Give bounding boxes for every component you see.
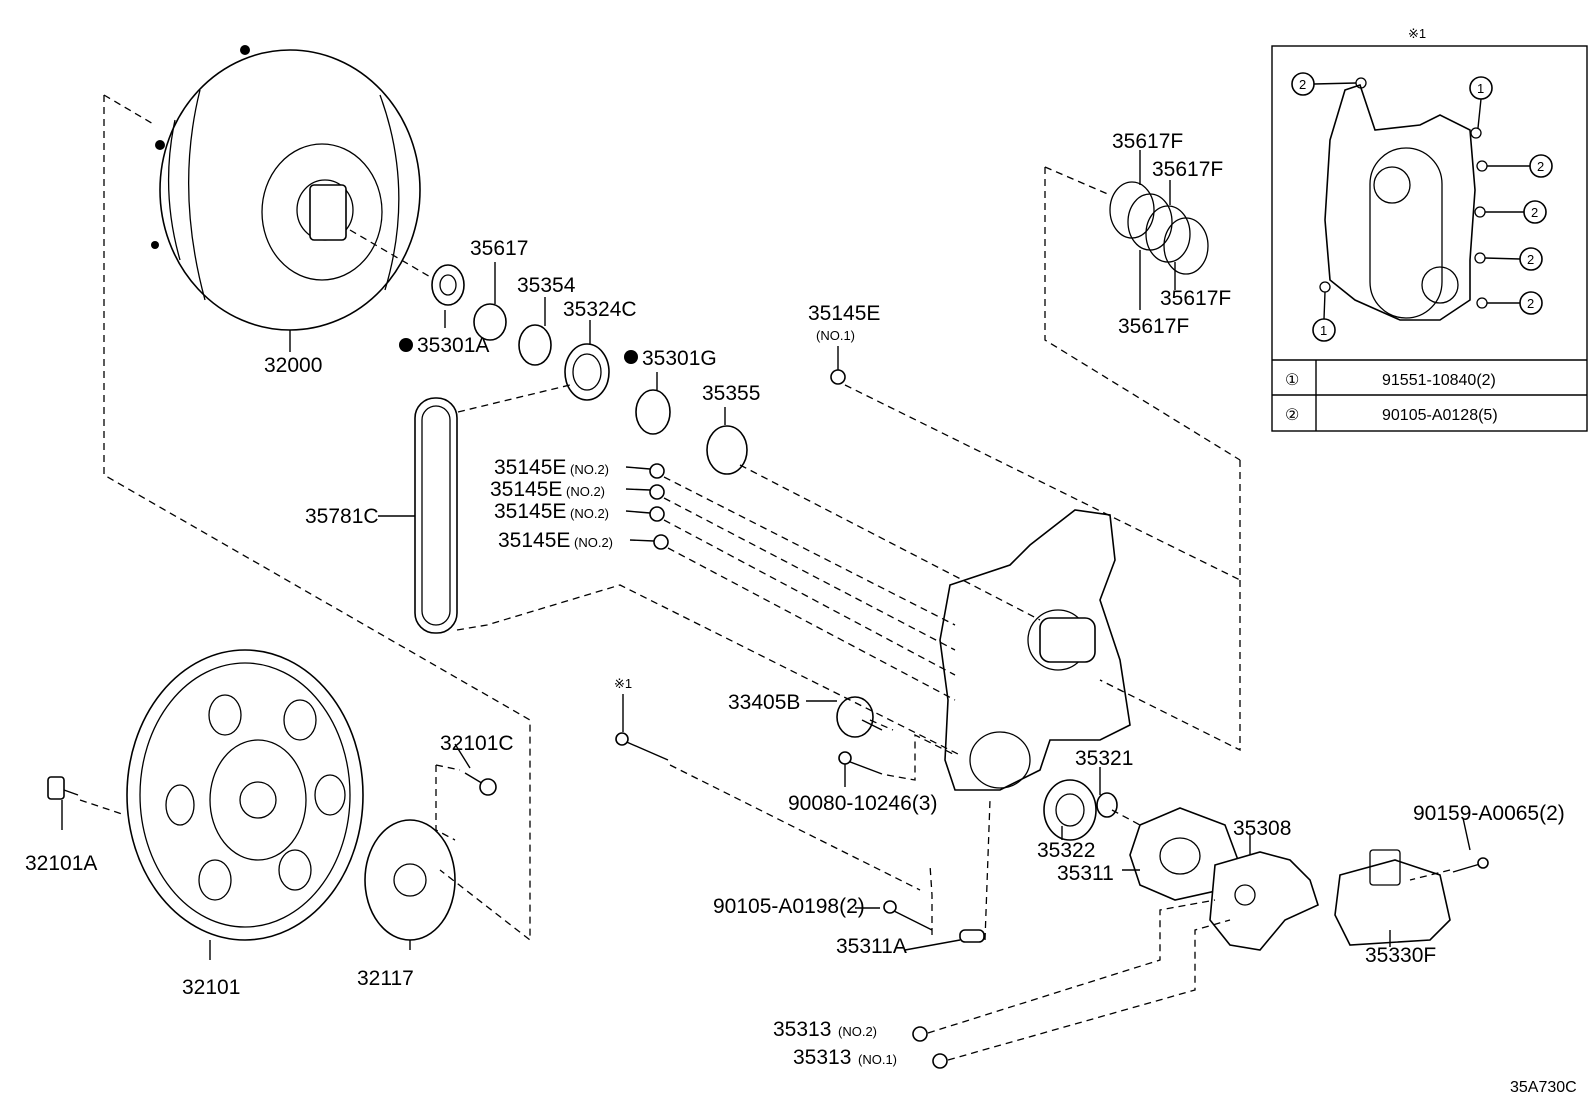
oil-seal-35301a-drawing: [431, 264, 465, 306]
snap-ring-35354-drawing: [518, 324, 552, 366]
label-35308: 35308: [1233, 817, 1291, 840]
label-35617f-bot1: 35617F: [1160, 287, 1231, 310]
label-35617f-top1: 35617F: [1112, 130, 1183, 153]
snap-ring-35355-drawing: [706, 425, 748, 475]
inset-frame: [1271, 45, 1588, 432]
label-35321: 35321: [1075, 747, 1133, 770]
label-35355: 35355: [702, 382, 760, 405]
label-35313-no2-note: (NO.2): [838, 1024, 877, 1039]
inset-row2-value: 90105-A0128(5): [1382, 407, 1498, 424]
label-35301a: 35301A: [417, 334, 489, 357]
strainer-35330f-drawing: [1334, 849, 1451, 946]
callout-2-d: 2: [1527, 252, 1534, 267]
label-35330f: 35330F: [1365, 944, 1436, 967]
callout-2-b: 2: [1537, 159, 1544, 174]
gear-33405b-drawing: [836, 696, 883, 738]
bushing-35301g-drawing: [635, 389, 671, 435]
pump-gear-35322-drawing: [1043, 779, 1097, 841]
label-35617f-top2: 35617F: [1152, 158, 1223, 181]
label-32117: 32117: [357, 967, 414, 990]
label-35145e-no2-b: 35145E: [490, 478, 562, 501]
inset-row1-value: 91551-10840(2): [1382, 372, 1496, 389]
callout-1-a: 1: [1477, 81, 1484, 96]
label-35617f-bot2: 35617F: [1118, 315, 1189, 338]
label-no2-d: (NO.2): [574, 535, 613, 550]
label-35354: 35354: [517, 274, 576, 297]
label-35145e-no2-a: 35145E: [494, 456, 566, 479]
label-35145e-no1-note: (NO.1): [816, 328, 855, 343]
label-90159-a0065: 90159-A0065(2): [1413, 802, 1565, 825]
label-35324c: 35324C: [563, 298, 637, 321]
bolt-drawings: [615, 732, 1489, 943]
sprocket-35324c-drawing: [564, 343, 610, 401]
seal-rings-35617f-drawing: [1109, 181, 1209, 275]
label-35145e-no2-c: 35145E: [494, 500, 566, 523]
torque-converter-drawing: [151, 45, 421, 331]
label-35313-no2: 35313: [773, 1018, 831, 1041]
inset-note-mark: ※1: [1408, 26, 1426, 41]
bolt-32101a-drawing: [47, 776, 79, 800]
callout-2-e: 2: [1527, 296, 1534, 311]
oil-pump-body-drawing: [939, 509, 1131, 791]
label-35145e-no1: 35145E: [808, 302, 880, 325]
label-90105-a0198: 90105-A0198(2): [713, 895, 865, 918]
drive-plate-32101-drawing: [126, 649, 364, 941]
non-reusable-marker: [624, 350, 638, 364]
label-32101: 32101: [182, 976, 240, 999]
ring-35617-drawing: [473, 303, 507, 341]
diagram-code: 35A730C: [1510, 1079, 1577, 1096]
label-no2-a: (NO.2): [570, 462, 609, 477]
label-32101a: 32101A: [25, 852, 97, 875]
label-35781c: 35781C: [305, 505, 379, 528]
valve-body-35308-drawing: [1209, 851, 1319, 951]
pump-gear-35321-drawing: [1096, 792, 1118, 818]
label-35311: 35311: [1057, 862, 1114, 885]
callout-2-c: 2: [1531, 205, 1538, 220]
label-35311a: 35311A: [836, 935, 907, 958]
bolt-32101c-drawing: [464, 772, 497, 796]
label-33405b: 33405B: [728, 691, 800, 714]
non-reusable-marker: [399, 338, 413, 352]
label-35617: 35617: [470, 237, 528, 260]
leader-lines: [61, 150, 1471, 960]
callout-2-a: 2: [1299, 77, 1306, 92]
nut-35145e-drawings: [649, 369, 846, 550]
label-90080-10246: 90080-10246(3): [788, 792, 937, 815]
plug-35313-no1-drawing: [932, 1053, 948, 1069]
label-no2-c: (NO.2): [570, 506, 609, 521]
inset-row2-key: ②: [1285, 407, 1299, 424]
label-32101c: 32101C: [440, 732, 514, 755]
inset-detail: ※1 2 1 2 2 2 2 1: [1271, 26, 1588, 432]
spacer-plate-32117-drawing: [364, 819, 456, 941]
label-35313-no1: 35313: [793, 1046, 851, 1069]
label-note-mark-bolt: ※1: [614, 676, 632, 691]
inset-row1-key: ①: [1285, 372, 1299, 389]
label-35322: 35322: [1037, 839, 1095, 862]
label-no2-b: (NO.2): [566, 484, 605, 499]
plug-35313-no2-drawing: [912, 1026, 928, 1042]
assembly-lines: [79, 94, 1451, 1061]
label-35145e-no2-d: 35145E: [498, 529, 570, 552]
label-35313-no1-note: (NO.1): [858, 1052, 897, 1067]
drive-chain-35781c-drawing: [414, 397, 458, 634]
callout-1-b: 1: [1320, 323, 1327, 338]
label-35301g: 35301G: [642, 347, 717, 370]
label-32000: 32000: [264, 354, 322, 377]
